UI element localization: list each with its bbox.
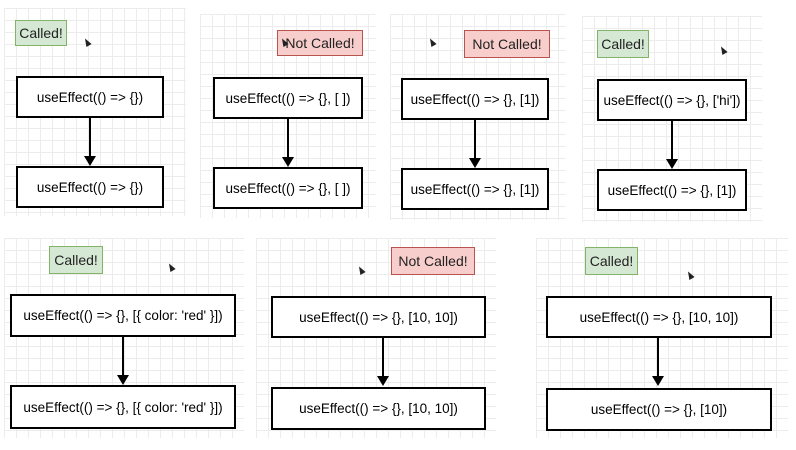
- not-called-badge: Not Called!: [391, 247, 475, 275]
- render-1-effect-box: useEffect(() => {}, ['hi']): [597, 79, 747, 121]
- called-badge: Called!: [49, 246, 103, 274]
- not-called-badge: Not Called!: [464, 30, 550, 58]
- render-2-effect-box: useEffect(() => {}): [16, 166, 164, 208]
- render-1-effect-box: useEffect(() => {}, [1]): [401, 78, 549, 120]
- flow-arrow: [652, 338, 664, 386]
- render-2-effect-box: useEffect(() => {}, [1]): [597, 169, 747, 211]
- render-1-effect-box: useEffect(() => {}, [10, 10]): [546, 296, 772, 338]
- flow-arrow: [469, 120, 481, 168]
- render-2-effect-box: useEffect(() => {}, [1]): [401, 168, 549, 210]
- called-badge: Called!: [585, 247, 638, 275]
- flow-arrow: [117, 337, 129, 385]
- render-1-effect-box: useEffect(() => {}, [ ]): [213, 77, 363, 119]
- render-2-effect-box: useEffect(() => {}, [10, 10]): [271, 387, 486, 430]
- render-1-effect-box: useEffect(() => {}): [16, 76, 164, 118]
- flow-arrow: [282, 119, 294, 167]
- flow-arrow: [84, 118, 96, 166]
- render-2-effect-box: useEffect(() => {}, [{ color: 'red' }]): [10, 385, 236, 429]
- called-badge: Called!: [597, 30, 649, 58]
- render-1-effect-box: useEffect(() => {}, [{ color: 'red' }]): [10, 294, 236, 337]
- called-badge: Called!: [15, 20, 67, 46]
- render-1-effect-box: useEffect(() => {}, [10, 10]): [271, 296, 486, 338]
- render-2-effect-box: useEffect(() => {}, [ ]): [213, 167, 363, 209]
- flow-arrow: [377, 338, 389, 386]
- render-2-effect-box: useEffect(() => {}, [10]): [546, 388, 772, 431]
- not-called-badge: Not Called!: [277, 30, 363, 56]
- flow-arrow: [666, 121, 678, 169]
